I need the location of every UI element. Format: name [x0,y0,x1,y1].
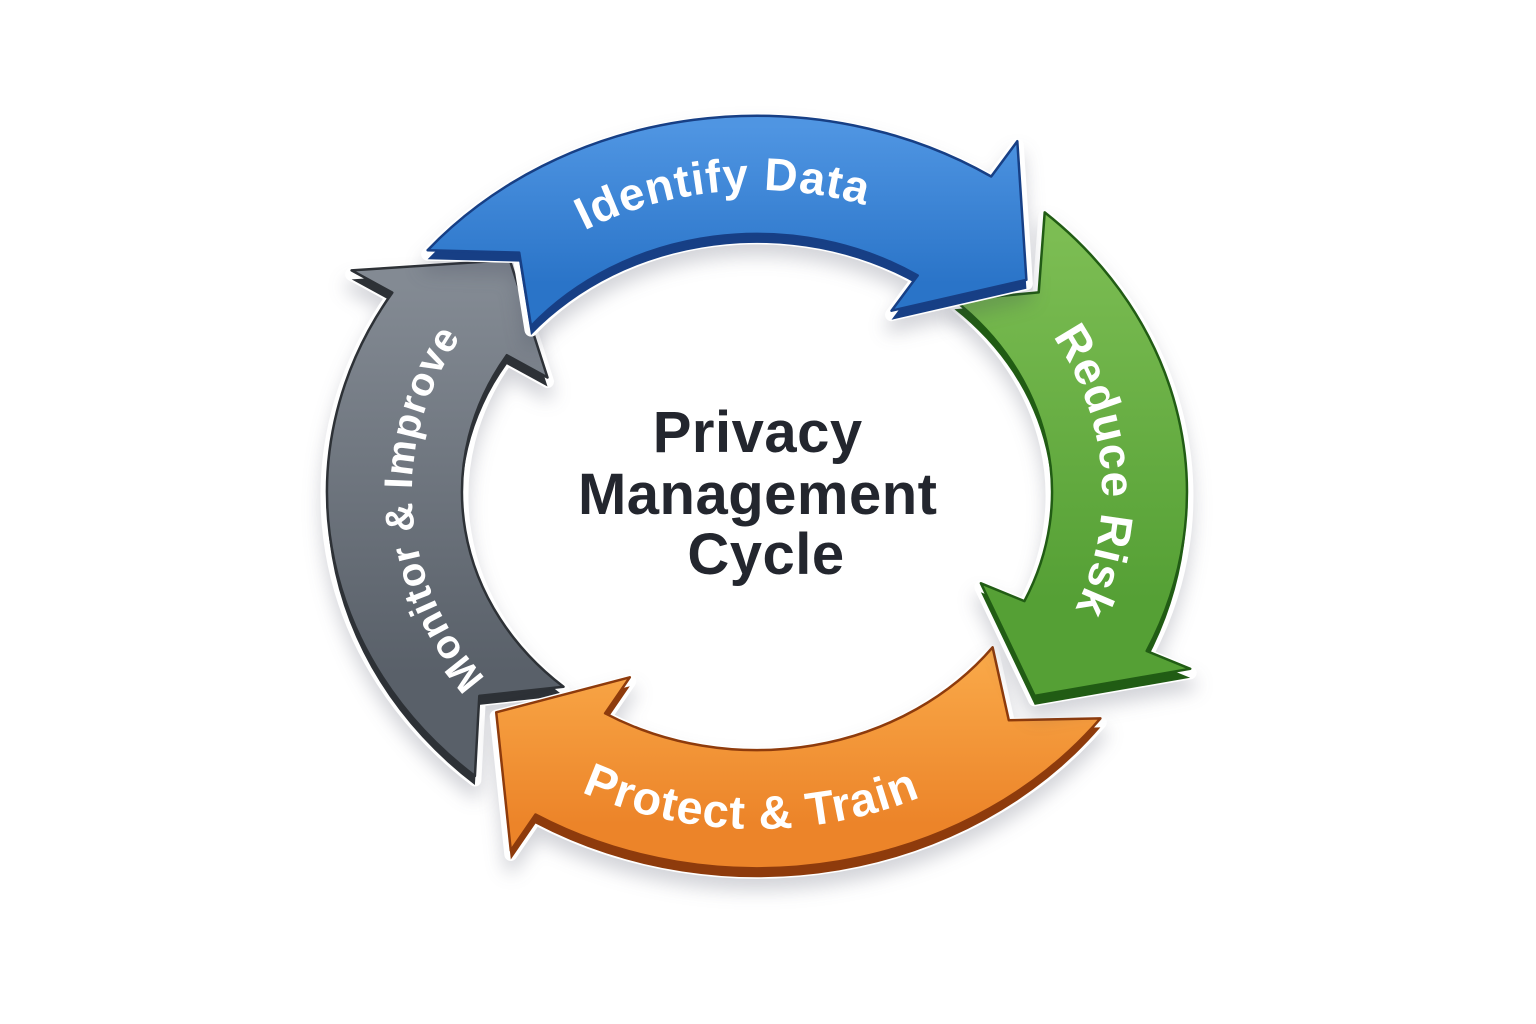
title-line: Management [578,462,938,527]
title-line: Cycle [687,522,844,587]
arrow-body [953,211,1192,698]
arrow-protect-train: Protect & Train [489,644,1107,879]
cycle-ring: Monitor & Improve Protect & Train Reduce… [320,113,1197,879]
arrow-monitor-improve: Monitor & Improve [320,257,570,787]
title-line: Privacy [653,400,863,465]
arrow-identify-data: Identify Data [421,113,1033,337]
arrow-reduce-risk: Reduce Risk [947,209,1197,707]
arrow-body [325,258,565,778]
arrow-body [494,646,1102,870]
arrow-body [426,114,1028,328]
diagram-title: Privacy Management Cycle [578,400,954,587]
